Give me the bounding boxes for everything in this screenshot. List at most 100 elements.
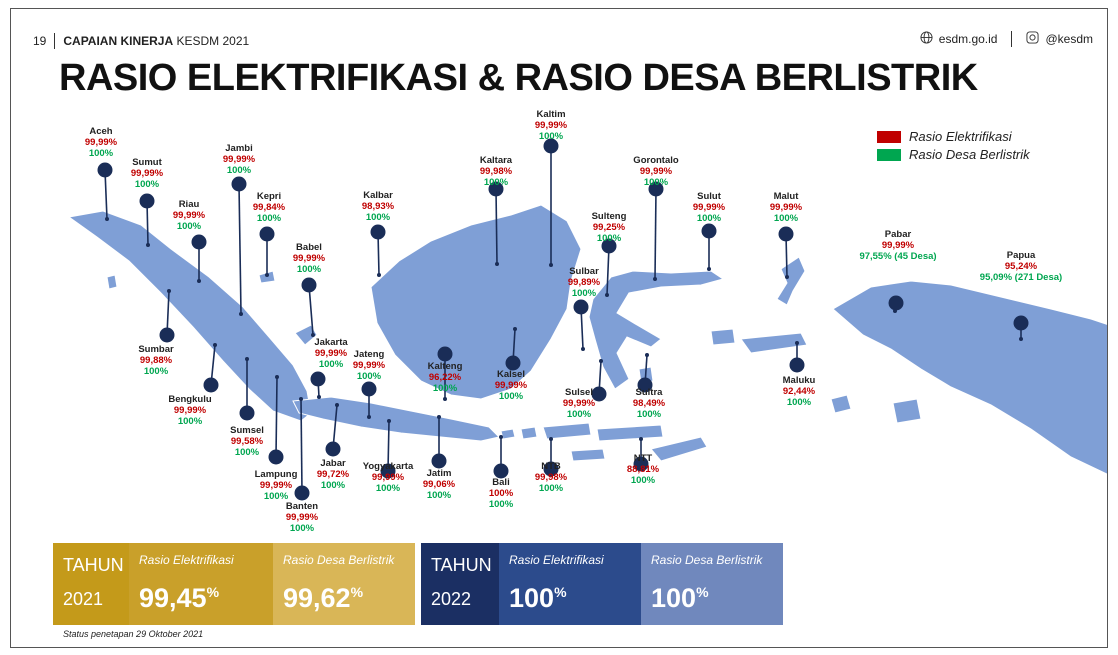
- summary-2021-desa: Rasio Desa Berlistrik 99,62%: [273, 543, 415, 625]
- pin-marker[interactable]: [637, 377, 653, 393]
- pin-line: [308, 284, 314, 336]
- pin-anchor: [599, 359, 603, 363]
- rasio-elektrifikasi-value: 99,89%: [567, 277, 601, 288]
- pin-marker[interactable]: [191, 234, 207, 250]
- pin-marker[interactable]: [493, 463, 509, 479]
- rasio-elektrifikasi-value: 99,99%: [314, 348, 348, 359]
- rasio-desa-value: 100%: [426, 490, 452, 501]
- rasio-desa-value: 100%: [320, 480, 346, 491]
- pin-anchor: [245, 357, 249, 361]
- pin-marker[interactable]: [431, 453, 447, 469]
- pin-marker[interactable]: [139, 193, 155, 209]
- rasio-elektrifikasi-value: 99,98%: [534, 472, 568, 483]
- rasio-desa-value: 100%: [263, 491, 289, 502]
- summary-2022-elektrifikasi: Rasio Elektrifikasi 100%: [499, 543, 641, 625]
- pin-marker[interactable]: [1013, 315, 1029, 331]
- pin-marker[interactable]: [310, 371, 326, 387]
- province-name: Babel: [296, 242, 322, 253]
- aru-island: [892, 398, 922, 424]
- tanimbar-island: [830, 394, 852, 414]
- pin-marker[interactable]: [159, 327, 175, 343]
- pin-marker[interactable]: [294, 485, 310, 501]
- rasio-desa-value: 100%: [786, 397, 812, 408]
- province-name: Sulbar: [569, 266, 599, 277]
- instagram-link[interactable]: @kesdm: [1045, 32, 1093, 46]
- pin-marker[interactable]: [437, 346, 453, 362]
- rasio-elektrifikasi-value: 98,49%: [632, 398, 666, 409]
- rasio-elektrifikasi-value: 99,25%: [592, 222, 626, 233]
- rasio-desa-value: 100%: [289, 523, 315, 534]
- rasio-elektrifikasi-value: 99,99%: [259, 480, 293, 491]
- status-note: Status penetapan 29 Oktober 2021: [63, 629, 204, 639]
- pin-marker[interactable]: [325, 441, 341, 457]
- pin-marker[interactable]: [601, 238, 617, 254]
- rasio-elektrifikasi-value: 99,99%: [534, 120, 568, 131]
- sumba-island: [570, 448, 606, 462]
- rasio-elektrifikasi-value: 99,99%: [352, 360, 386, 371]
- legend-item-elektrifikasi: Rasio Elektrifikasi: [877, 129, 1030, 144]
- rasio-desa-value: 100%: [356, 371, 382, 382]
- rasio-desa-value: 97,55% (45 Desa): [859, 251, 937, 262]
- pin-marker[interactable]: [778, 226, 794, 242]
- pin-marker[interactable]: [259, 226, 275, 242]
- website-link[interactable]: esdm.go.id: [938, 32, 998, 46]
- rasio-elektrifikasi-value: 99,99%: [172, 210, 206, 221]
- rasio-elektrifikasi-value: 95,24%: [1004, 261, 1038, 272]
- province-pins: [97, 138, 1029, 501]
- pin-marker[interactable]: [888, 295, 904, 311]
- pin-marker[interactable]: [543, 138, 559, 154]
- rasio-desa-value: 100%: [134, 179, 160, 190]
- social-divider: [1011, 31, 1013, 47]
- desa-value: 99,62%: [283, 583, 364, 613]
- pin-marker[interactable]: [488, 181, 504, 197]
- pin-anchor: [795, 341, 799, 345]
- pin-marker[interactable]: [97, 162, 113, 178]
- pin-anchor: [549, 263, 553, 267]
- province-name: Sumsel: [230, 425, 264, 436]
- pin-marker[interactable]: [268, 449, 284, 465]
- rasio-desa-value: 100%: [143, 366, 169, 377]
- province-name: Banten: [285, 501, 319, 512]
- pin-marker[interactable]: [231, 176, 247, 192]
- pin-marker[interactable]: [301, 277, 317, 293]
- pin-marker[interactable]: [789, 357, 805, 373]
- elektrifikasi-value: 100%: [509, 583, 567, 613]
- pin-marker[interactable]: [361, 381, 377, 397]
- pin-marker[interactable]: [203, 377, 219, 393]
- province-name: Riau: [178, 199, 200, 210]
- papua-island: [832, 280, 1107, 475]
- globe-icon: [920, 31, 933, 47]
- rasio-desa-value: 100%: [256, 213, 282, 224]
- pin-anchor: [785, 275, 789, 279]
- pin-marker[interactable]: [380, 463, 396, 479]
- pin-marker[interactable]: [543, 461, 559, 477]
- pin-marker[interactable]: [701, 223, 717, 239]
- province-name: Lampung: [254, 469, 298, 480]
- legend: Rasio Elektrifikasi Rasio Desa Berlistri…: [877, 129, 1030, 165]
- legend-swatch-green: [877, 148, 901, 161]
- province-name: Sulut: [697, 191, 721, 202]
- pin-marker[interactable]: [633, 456, 649, 472]
- rasio-elektrifikasi-value: 99,99%: [639, 166, 673, 177]
- province-name: Jatim: [426, 468, 452, 479]
- rasio-desa-value: 100%: [773, 213, 799, 224]
- pin-marker[interactable]: [505, 355, 521, 371]
- slide: 19 CAPAIAN KINERJA KESDM 2021 esdm.go.id…: [10, 8, 1108, 648]
- province-name: Kaltim: [536, 109, 566, 120]
- pin-marker[interactable]: [239, 405, 255, 421]
- pin-marker[interactable]: [648, 181, 664, 197]
- pin-line: [387, 420, 390, 472]
- bangka-island: [294, 324, 318, 346]
- rasio-desa-value: 100%: [375, 483, 401, 494]
- elektrifikasi-label: Rasio Elektrifikasi: [139, 553, 234, 567]
- pin-marker[interactable]: [573, 299, 589, 315]
- rasio-elektrifikasi-value: 99,99%: [84, 137, 118, 148]
- rasio-elektrifikasi-value: 99,99%: [285, 512, 319, 523]
- pin-marker[interactable]: [370, 224, 386, 240]
- pin-marker[interactable]: [591, 386, 607, 402]
- province-name: Jambi: [225, 143, 253, 154]
